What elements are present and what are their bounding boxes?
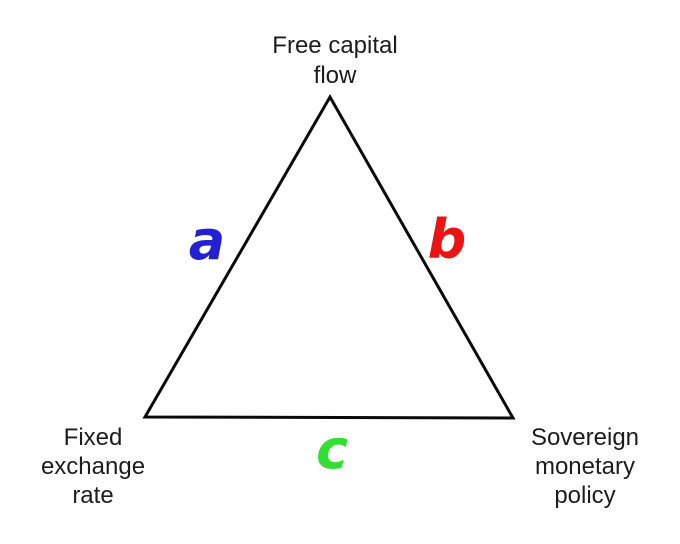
edge-label-a: a	[188, 209, 226, 272]
vertex-label-free-capital-flow: Free capital flow	[272, 32, 398, 89]
triangle-outline	[142, 93, 516, 420]
vertex-label-sovereign-monetary-policy: Sovereign monetary policy	[530, 424, 640, 509]
vertex-label-fixed-exchange-rate: Fixed exchange rate	[40, 424, 146, 509]
edge-label-b: b	[427, 208, 467, 271]
edge-label-c: c	[315, 418, 349, 481]
